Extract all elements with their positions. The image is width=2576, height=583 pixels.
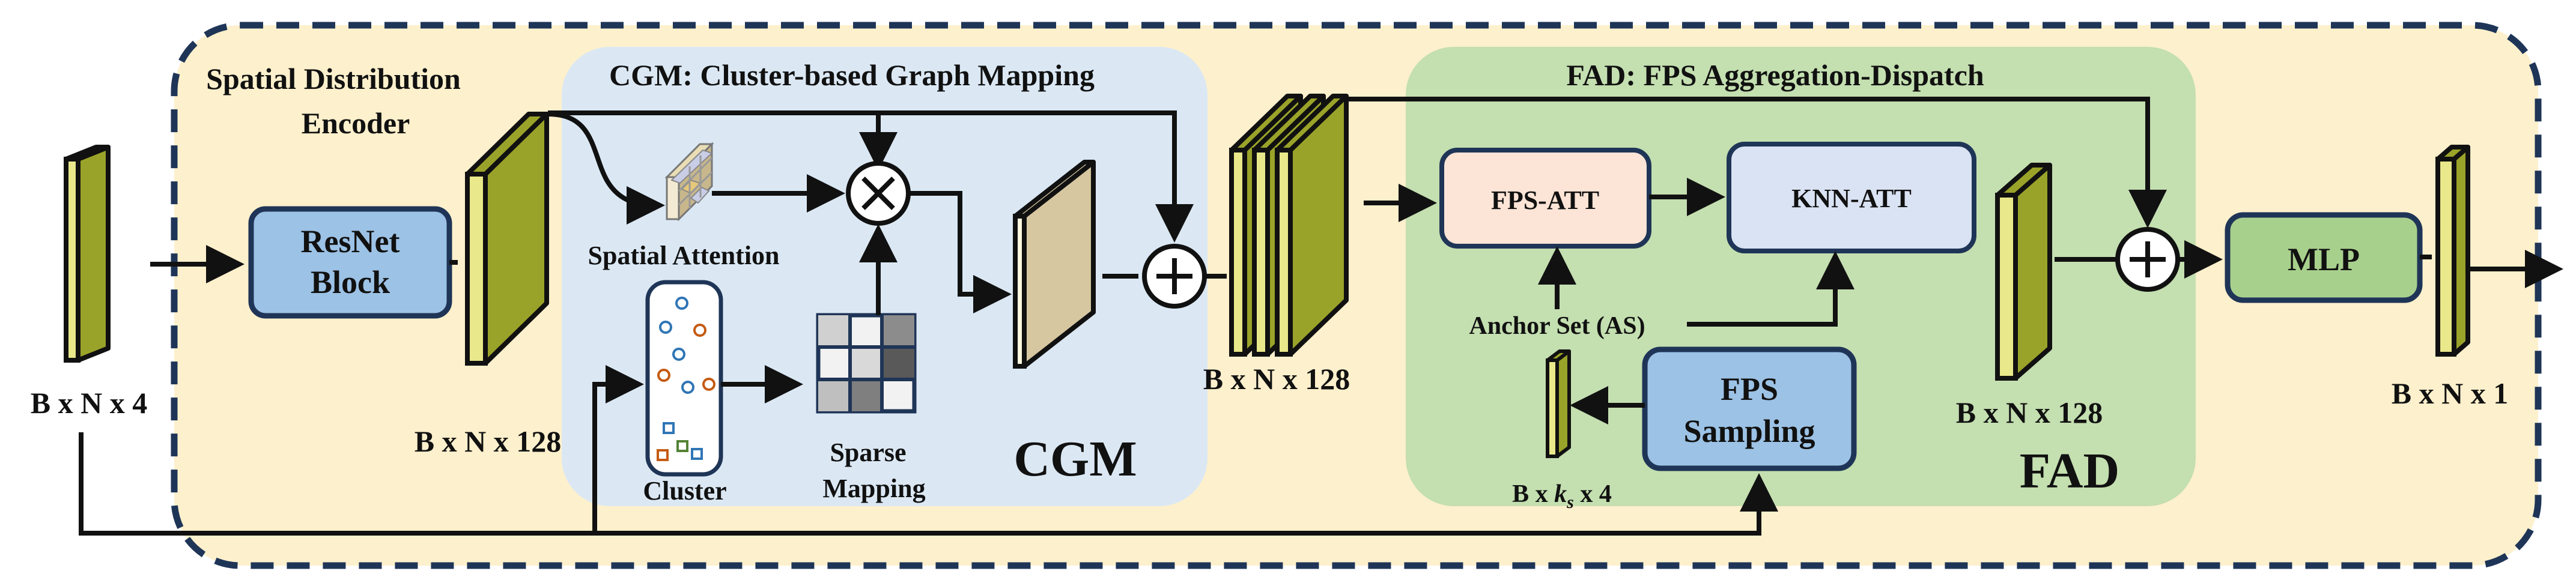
arrow-multiply-to-cgm-feature <box>908 191 1012 313</box>
fad-feature-tensor <box>1995 163 2052 381</box>
encoder-title-line1: Spatial Distribution <box>206 62 461 95</box>
sparse-mapping-label-line1: Sparse <box>830 438 906 467</box>
cgm-add-operator <box>1142 244 1207 309</box>
cluster-panel <box>645 280 723 477</box>
resnet-label-line2: Block <box>311 264 390 300</box>
cgm-title: CGM: Cluster-based Graph Mapping <box>609 58 1095 92</box>
arrow-skip-to-fad-add <box>1349 97 2167 228</box>
input-dims-label: B x N x 4 <box>31 386 147 420</box>
anchor-set-label: Anchor Set (AS) <box>1469 312 1645 340</box>
sparse-mapping-grid <box>816 313 917 414</box>
output-tensor <box>2435 145 2470 357</box>
stacked-feature-tensor <box>1229 94 1349 357</box>
arrow-anchor-to-knn-att <box>1687 251 1855 327</box>
cgm-container <box>562 47 1208 506</box>
cgm-tag: CGM <box>1013 431 1137 487</box>
arrow-feature-to-spatial-attention <box>547 112 665 225</box>
fps-sampling-block <box>1642 346 1857 471</box>
input-tensor <box>64 145 111 363</box>
mlp-label: MLP <box>2288 241 2360 277</box>
fad-add-operator <box>2115 227 2180 292</box>
sampled-dims-label: B x ks x 4 <box>1512 480 1612 512</box>
arrow-input-to-cluster <box>592 365 644 533</box>
arrow-input-bottom-route <box>79 432 1778 536</box>
fps-att-label: FPS-ATT <box>1491 186 1599 215</box>
spatial-attention-label: Spatial Attention <box>588 241 779 270</box>
cgm-feature-tensor <box>1013 160 1096 369</box>
sparse-mapping-label-line2: Mapping <box>822 474 925 503</box>
multiply-operator <box>846 161 911 226</box>
output-dims-label: B x N x 1 <box>2392 376 2508 410</box>
cgm-dims-label: B x N x 128 <box>1203 362 1350 396</box>
sampled-tensor <box>1546 349 1571 458</box>
cluster-label: Cluster <box>643 476 726 506</box>
knn-att-label: KNN-ATT <box>1791 184 1912 213</box>
fad-tag: FAD <box>2020 443 2119 499</box>
spatial-attention-map <box>664 142 714 222</box>
fad-dims-label: B x N x 128 <box>1956 396 2103 429</box>
resnet-feature-tensor <box>465 112 549 366</box>
fps-sampling-label-line2: Sampling <box>1683 413 1815 449</box>
resnet-dims-label: B x N x 128 <box>415 424 561 458</box>
fad-title: FAD: FPS Aggregation-Dispatch <box>1566 58 1984 92</box>
resnet-label-line1: ResNet <box>301 223 400 259</box>
fps-sampling-label-line1: FPS <box>1721 371 1778 407</box>
arrow-feature-top-route <box>548 110 1194 243</box>
encoder-title-line2: Encoder <box>302 106 410 140</box>
